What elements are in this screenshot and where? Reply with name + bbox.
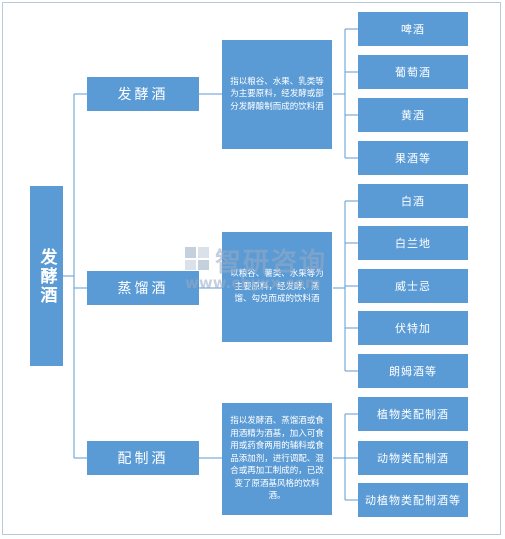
leaf-node: 啤酒 <box>358 12 468 46</box>
leaf-label: 威士忌 <box>395 280 431 293</box>
leaf-node: 威士忌 <box>358 269 468 303</box>
description-text: 以粮谷、薯类、水果等为主要原料，经发酵、蒸馏、勾兑而成的饮料酒 <box>230 269 324 305</box>
leaf-node: 动植物类配制酒等 <box>358 483 468 517</box>
category-label: 蒸馏酒 <box>117 281 169 297</box>
description-text: 指以粮谷、水果、乳类等为主要原料，经发酵或部分发酵酿制而成的饮料酒 <box>230 76 324 112</box>
leaf-node: 朗姆酒等 <box>358 354 468 388</box>
description-node-fermented: 指以粮谷、水果、乳类等为主要原料，经发酵或部分发酵酿制而成的饮料酒 <box>222 40 332 149</box>
leaf-label: 动植物类配制酒等 <box>365 494 461 507</box>
root-node: 发酵酒 <box>30 186 63 366</box>
description-node-distilled: 以粮谷、薯类、水果等为主要原料，经发酵、蒸馏、勾兑而成的饮料酒 <box>222 232 332 342</box>
leaf-node: 葡萄酒 <box>358 55 468 89</box>
root-label: 发酵酒 <box>36 247 57 305</box>
leaf-node: 植物类配制酒 <box>358 397 468 431</box>
leaf-label: 朗姆酒等 <box>389 365 437 378</box>
leaf-label: 黄酒 <box>401 109 425 122</box>
leaf-label: 植物类配制酒 <box>377 408 449 421</box>
leaf-label: 白酒 <box>401 195 425 208</box>
category-node-fermented: 发酵酒 <box>87 77 199 111</box>
leaf-node: 白兰地 <box>358 226 468 260</box>
description-text: 指以发酵酒、蒸馏酒或食用酒精为酒基，加入可食用或药食两用的辅料或食品添加剂，进行… <box>230 416 324 502</box>
leaf-label: 伏特加 <box>395 322 431 335</box>
category-node-blended: 配制酒 <box>87 441 199 475</box>
leaf-node: 动物类配制酒 <box>358 441 468 475</box>
leaf-node: 黄酒 <box>358 98 468 132</box>
leaf-node: 白酒 <box>358 184 468 218</box>
category-node-distilled: 蒸馏酒 <box>87 271 199 305</box>
leaf-label: 果酒等 <box>395 152 431 165</box>
leaf-node: 果酒等 <box>358 141 468 175</box>
leaf-label: 动物类配制酒 <box>377 452 449 465</box>
description-node-blended: 指以发酵酒、蒸馏酒或食用酒精为酒基，加入可食用或药食两用的辅料或食品添加剂，进行… <box>222 403 332 515</box>
leaf-label: 葡萄酒 <box>395 66 431 79</box>
diagram-frame <box>2 2 501 535</box>
category-label: 配制酒 <box>117 451 169 467</box>
leaf-node: 伏特加 <box>358 311 468 345</box>
leaf-label: 白兰地 <box>395 237 431 250</box>
leaf-label: 啤酒 <box>401 23 425 36</box>
category-label: 发酵酒 <box>117 87 169 103</box>
